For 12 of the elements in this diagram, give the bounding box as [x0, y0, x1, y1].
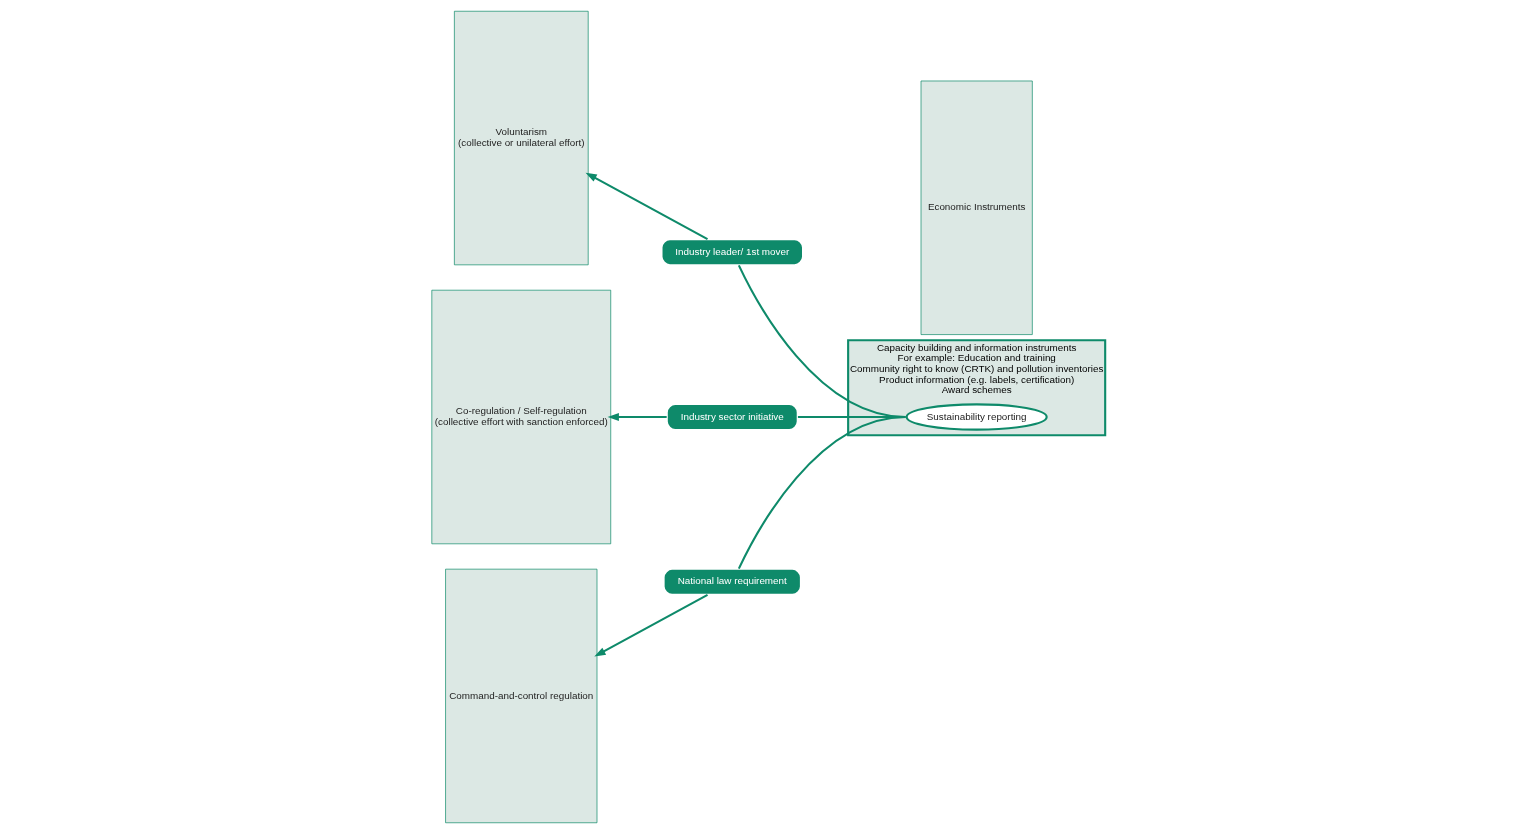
node-box: Co-regulation / Self-regulation (collective effort with sanction enforced) — [430, 289, 611, 545]
connector — [737, 415, 906, 570]
node-ellipse: Sustainability reporting — [905, 403, 1048, 431]
node-box: National law requirement — [662, 567, 802, 596]
arrow — [585, 172, 708, 240]
node-box: Economic Instruments — [920, 80, 1033, 335]
node-box: Industry sector initiative — [665, 402, 799, 432]
node-box: Command-and-control regulation — [444, 568, 597, 824]
node-box: Voluntarism (collective or unilateral effort) — [453, 10, 589, 266]
arrow — [593, 594, 708, 657]
arrow — [607, 413, 667, 421]
node-box: Industry leader/ 1st mover — [659, 238, 804, 267]
